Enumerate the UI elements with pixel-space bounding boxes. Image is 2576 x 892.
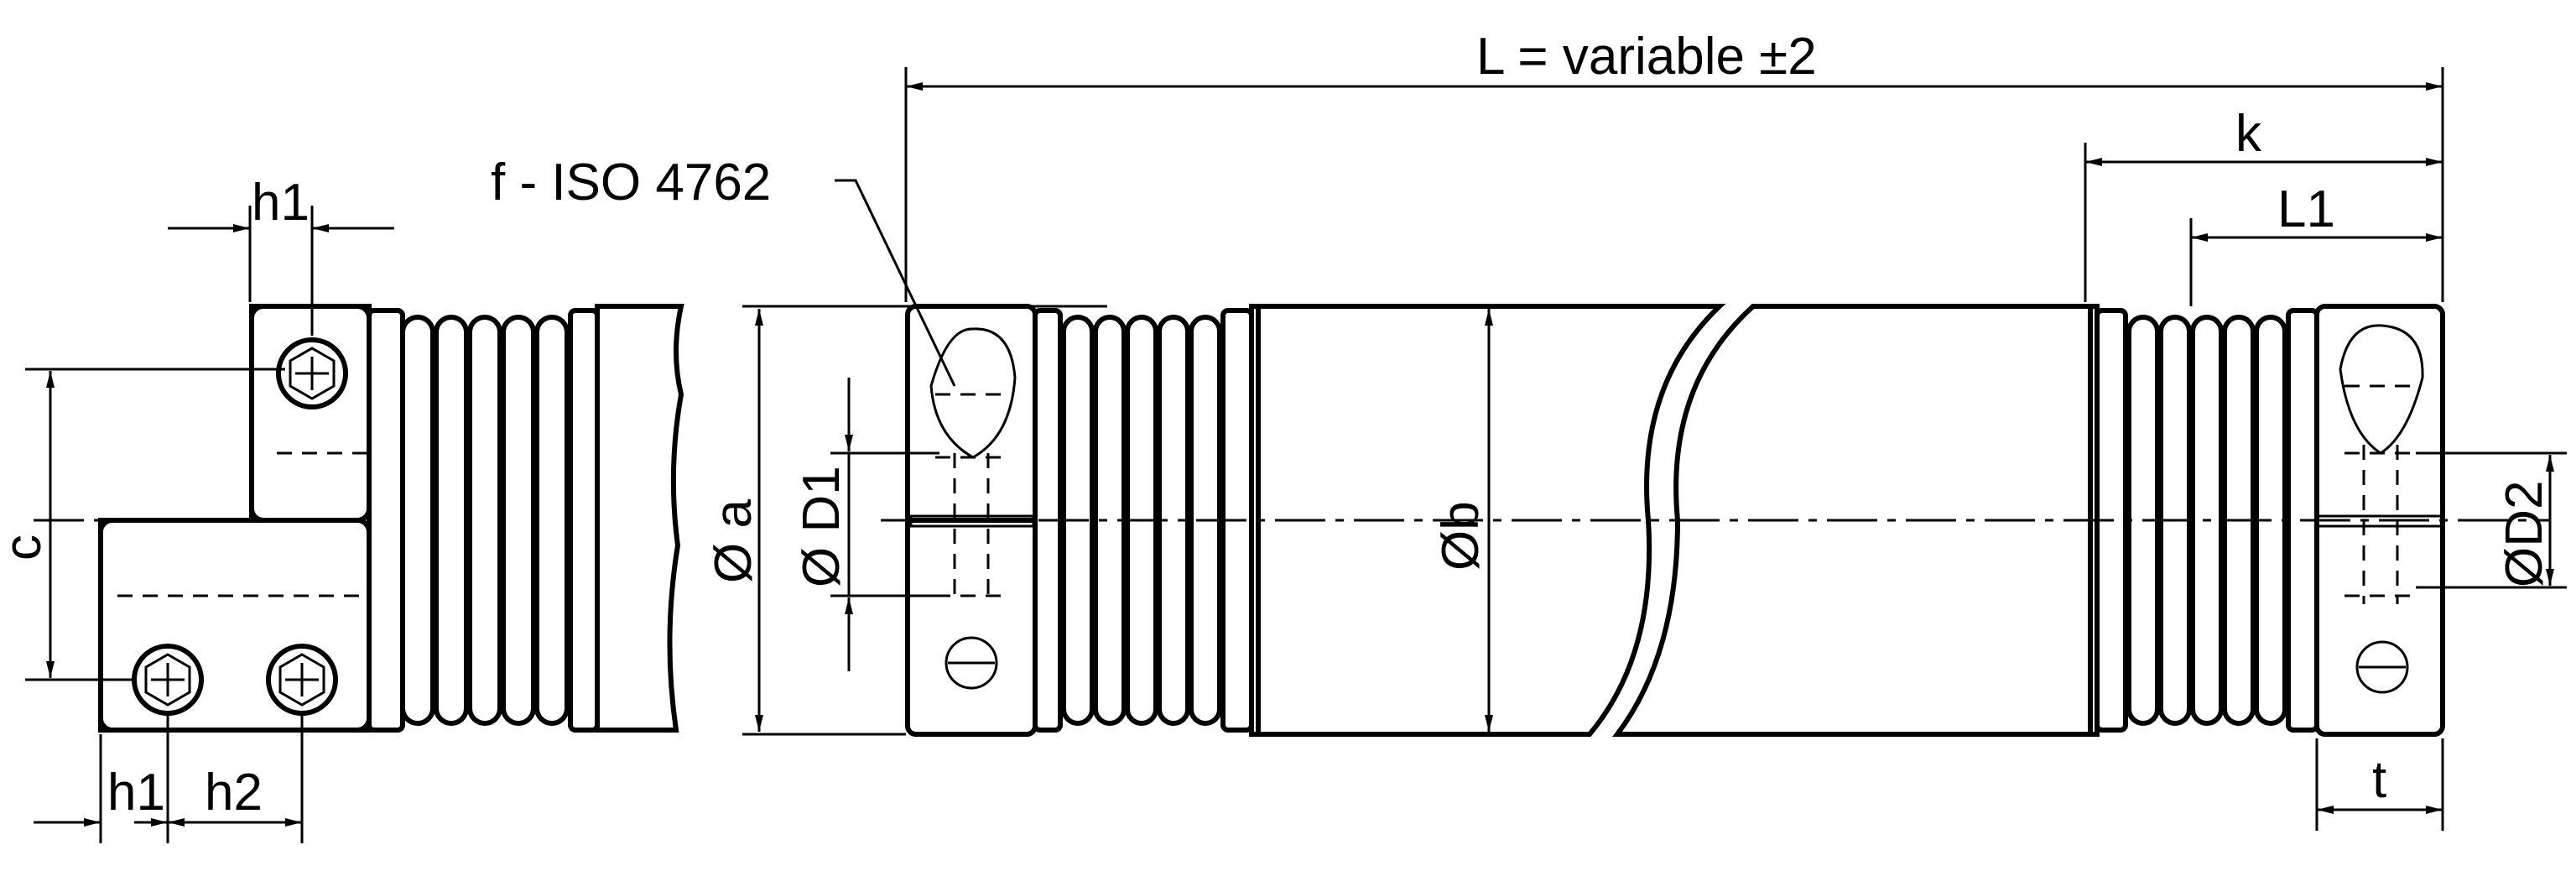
hex-socket-screw-icon bbox=[132, 644, 204, 716]
hex-socket-screw-icon bbox=[276, 337, 348, 409]
dim-t: t bbox=[2372, 751, 2386, 809]
hex-socket-screw-icon bbox=[266, 644, 338, 716]
dim-b: Øb bbox=[1432, 501, 1490, 571]
dim-h1-bottom: h1 bbox=[107, 764, 165, 822]
dim-L1: L1 bbox=[2277, 180, 2335, 238]
side-view: h1 c h1 h2 bbox=[0, 174, 684, 843]
dim-a: Ø a bbox=[705, 499, 762, 583]
front-view: L = variable ±2 k L1 f - ISO 4762 Ø a Ø … bbox=[491, 28, 2567, 831]
dim-h2: h2 bbox=[205, 764, 263, 822]
dim-D1: Ø D1 bbox=[793, 466, 851, 587]
dim-c: c bbox=[0, 535, 52, 561]
dim-D2: ØD2 bbox=[2495, 481, 2553, 587]
screw-callout: f - ISO 4762 bbox=[491, 154, 771, 211]
dim-k: k bbox=[2235, 105, 2262, 163]
dim-h1-top: h1 bbox=[252, 174, 310, 232]
dim-L: L = variable ±2 bbox=[1476, 28, 1817, 86]
